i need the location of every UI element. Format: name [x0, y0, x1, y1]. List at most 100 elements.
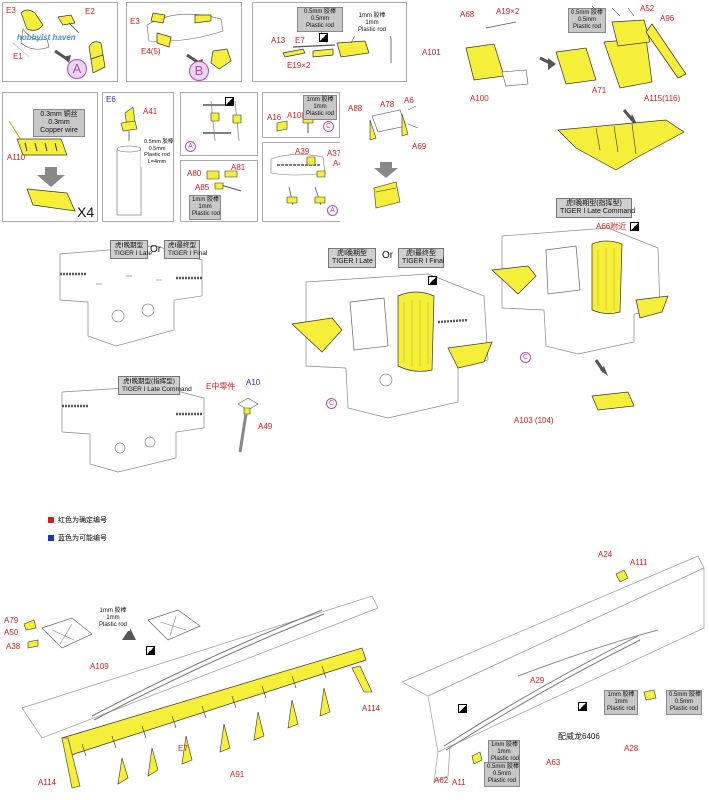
label-e2: E2 — [85, 7, 95, 16]
variant-tag-late: 虎Ⅰ晚期型 TIGER I Late — [328, 248, 376, 268]
note-line: 1mm — [365, 20, 379, 26]
note-line: 1mm 胶棒 — [192, 197, 220, 203]
label-e1: E1 — [13, 52, 23, 61]
note-line: 0.3mm — [48, 119, 70, 126]
variant-tag-final: 虎Ⅰ最终型 TIGER I Final — [398, 248, 444, 268]
label-a79: A79 — [4, 616, 19, 625]
fender-assembly-left — [21, 595, 379, 789]
plastic-rod-note-1mm: 1mm 胶棒 1mm Plastic rod — [303, 95, 337, 120]
note-line: Plastic rod — [487, 778, 516, 784]
legend-red: 红色为确定编号 — [48, 516, 107, 525]
note-line: 1mm — [614, 699, 628, 705]
label-a63: A63 — [546, 758, 561, 767]
label-a49: A49 — [258, 422, 273, 431]
step2-drawing — [146, 12, 232, 70]
legend-blue: 蓝色为可能编号 — [48, 534, 107, 543]
label-a114: A114 — [38, 778, 57, 787]
hull-plate-late-final — [59, 245, 203, 347]
label-a24: A24 — [598, 550, 613, 559]
note-line: Plastic rod — [144, 152, 170, 158]
or-separator: Or — [382, 250, 394, 261]
note-line: L=4mm — [147, 158, 167, 165]
label-a115: A115(116) — [644, 94, 681, 103]
label-a10: A10 — [246, 378, 261, 387]
label-a11: A11 — [452, 778, 466, 787]
or-separator: Or — [150, 244, 162, 255]
label-e19: E19×2 — [287, 61, 311, 70]
note-line: Plastic rod — [572, 24, 601, 30]
label-a81: A81 — [231, 163, 246, 172]
antenna-base-drawing — [237, 397, 259, 453]
note-line: Plastic rod — [491, 756, 520, 762]
step10-drawing — [270, 154, 326, 206]
note-line: 0.5mm — [310, 16, 330, 22]
label-a62: A62 — [434, 776, 449, 785]
label-a13: A13 — [271, 36, 286, 45]
marker-circle-c: C — [326, 398, 337, 409]
legend-red-swatch — [48, 517, 54, 524]
step11-drawing — [369, 105, 419, 209]
note-line: 0.5mm — [148, 145, 166, 152]
plastic-rod-note-05mm: 0.5mm 胶棒 0.5mm Plastic rod — [568, 8, 606, 33]
label-a6: A6 — [404, 96, 414, 105]
kit-compatibility-note: 配威龙6406 — [558, 732, 600, 741]
step4-panel: A68 A19×2 0.5mm 胶棒 0.5mm Plastic rod A52… — [416, 2, 707, 107]
orientation-mark-icon — [225, 97, 234, 106]
note-line: Plastic rod — [306, 111, 335, 117]
label-a16: A16 — [267, 113, 282, 122]
label-e7: E7 — [295, 36, 305, 45]
rear-assembly-late-command — [491, 227, 669, 355]
orientation-mark-icon — [319, 33, 328, 42]
orientation-mark-icon — [630, 222, 639, 231]
note-line: 1mm 胶棒 — [306, 97, 334, 103]
step4-result-drawing — [557, 109, 685, 171]
label-a71: A71 — [592, 86, 607, 95]
label-a41: A41 — [143, 107, 158, 116]
label-a88: A88 — [348, 104, 363, 113]
repeat-count: X4 — [77, 204, 95, 220]
label-a91: A91 — [230, 770, 245, 779]
label-a50: A50 — [4, 628, 19, 637]
label-e7: E7 — [178, 744, 188, 753]
watermark-logo: hobbyist haven — [17, 33, 76, 42]
note-line: Plastic rod — [357, 27, 386, 33]
note-line: Plastic rod — [99, 622, 128, 628]
step-a103-drawing — [591, 359, 635, 411]
step5-panel: 0.3mm 铜丝 0.3mm Copper wire A110 X4 — [2, 92, 98, 222]
variant-tag-late-command: 虎Ⅰ晚期型(指挥型) TIGER I Late Command — [556, 198, 635, 218]
step1-panel: E3 E2 E1 hobbyist haven A — [2, 2, 118, 82]
note-line: Copper wire — [40, 127, 78, 134]
variant-tag-late: 虎Ⅰ晚期型 TIGER I Late — [110, 240, 152, 259]
orientation-mark-icon — [146, 646, 155, 655]
variant-tag-final: 虎Ⅰ最终型 TIGER I Final — [164, 240, 207, 259]
label-a29: A29 — [530, 676, 545, 685]
note-line: 1mm 胶棒 — [358, 13, 386, 19]
label-e-center-part: E中零件 — [206, 382, 236, 391]
orientation-mark-icon — [458, 704, 467, 713]
rear-assembly-late-final — [291, 273, 493, 419]
step3-panel: 0.5mm 胶棒 0.5mm Plastic rod 1mm 胶棒 1mm Pl… — [252, 2, 407, 82]
label-a109: A109 — [90, 662, 109, 671]
note-line: 0.5mm 胶棒 — [571, 10, 604, 16]
note-line: 0.5mm 胶棒 — [303, 9, 336, 15]
note-line: 1mm 胶棒 — [99, 608, 127, 614]
note-line: 0.5mm — [492, 771, 512, 777]
orientation-mark-icon — [578, 702, 587, 711]
label-a85: A85 — [195, 183, 210, 192]
label-e4: E4(5) — [141, 47, 161, 56]
note-line: 1mm — [497, 749, 511, 755]
label-a80: A80 — [187, 169, 202, 178]
step10-panel: A39 A37 A42 A — [262, 142, 350, 222]
note-line: 0.5mm — [577, 17, 597, 23]
note-line: Plastic rod — [607, 706, 636, 712]
note-line: 0.3mm 铜丝 — [40, 111, 78, 118]
step11-panel: A88 A78 A6 A69 — [340, 92, 432, 222]
label-e6: E6 — [106, 95, 116, 104]
step3-drawing — [282, 24, 392, 63]
plastic-rod-note-05mm: 0.5mm 胶棒 0.5mm Plastic rod L=4mm — [141, 137, 173, 167]
marker-circle-c: C — [520, 352, 531, 363]
plastic-rod-note-05mm: 0.5mm 胶棒 0.5mm Plastic rod — [484, 762, 520, 787]
plastic-rod-note-05mm: 0.5mm 胶棒 0.5mm Plastic rod — [297, 7, 343, 32]
label-a101: A101 — [422, 48, 441, 57]
